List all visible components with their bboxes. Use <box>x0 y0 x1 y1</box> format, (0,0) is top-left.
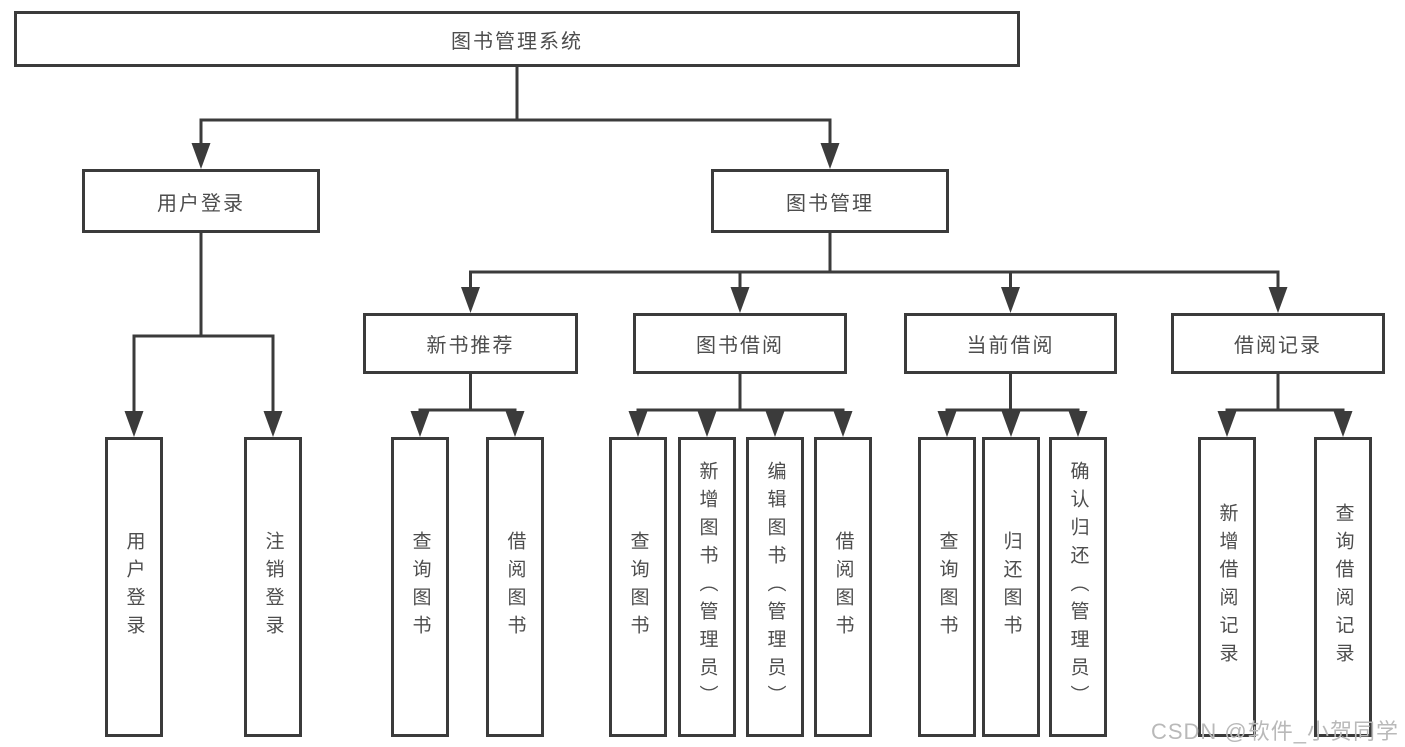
node-book-management: 图书管理 <box>711 169 949 233</box>
arrow-icon <box>1333 411 1353 437</box>
arrow-icon <box>697 411 717 437</box>
node-new-book-recommend: 新书推荐 <box>363 313 578 374</box>
arrow-icon <box>191 143 211 169</box>
arrow-icon <box>263 411 283 437</box>
arrow-icon <box>461 287 480 313</box>
arrow-icon <box>820 143 840 169</box>
leaf-records-add-record: 新增借阅记录 <box>1198 437 1256 737</box>
leaf-current-return-books: 归还图书 <box>982 437 1040 737</box>
leaf-borrow-edit-books-admin: 编辑图书（管理员） <box>746 437 804 737</box>
arrow-icon <box>1001 411 1021 437</box>
leaf-borrow-query-books: 查询图书 <box>609 437 667 737</box>
arrow-icon <box>410 411 430 437</box>
arrow-icon <box>1068 411 1088 437</box>
leaf-user-login: 用户登录 <box>105 437 163 737</box>
leaf-borrow-add-books-admin: 新增图书（管理员） <box>678 437 736 737</box>
arrow-icon <box>1001 287 1020 313</box>
arrow-icon <box>1268 287 1288 313</box>
leaf-records-query-record: 查询借阅记录 <box>1314 437 1372 737</box>
leaf-newrec-query-books: 查询图书 <box>391 437 449 737</box>
arrow-icon <box>628 411 648 437</box>
arrow-icon <box>833 411 853 437</box>
node-book-borrow: 图书借阅 <box>633 313 847 374</box>
arrow-icon <box>730 287 750 313</box>
arrow-icon <box>765 411 785 437</box>
leaf-borrow-borrow-books: 借阅图书 <box>814 437 872 737</box>
node-root: 图书管理系统 <box>14 11 1020 67</box>
node-borrow-records: 借阅记录 <box>1171 313 1385 374</box>
arrow-icon <box>505 411 525 437</box>
leaf-newrec-borrow-books: 借阅图书 <box>486 437 544 737</box>
node-user-login: 用户登录 <box>82 169 320 233</box>
leaf-current-confirm-return-admin: 确认归还（管理员） <box>1049 437 1107 737</box>
leaf-logout: 注销登录 <box>244 437 302 737</box>
arrow-icon <box>937 411 957 437</box>
node-current-borrow: 当前借阅 <box>904 313 1117 374</box>
arrow-icon <box>124 411 144 437</box>
arrow-icon <box>1217 411 1237 437</box>
watermark: CSDN @软件_小贺同学 <box>1150 719 1399 744</box>
leaf-current-query-books: 查询图书 <box>918 437 976 737</box>
